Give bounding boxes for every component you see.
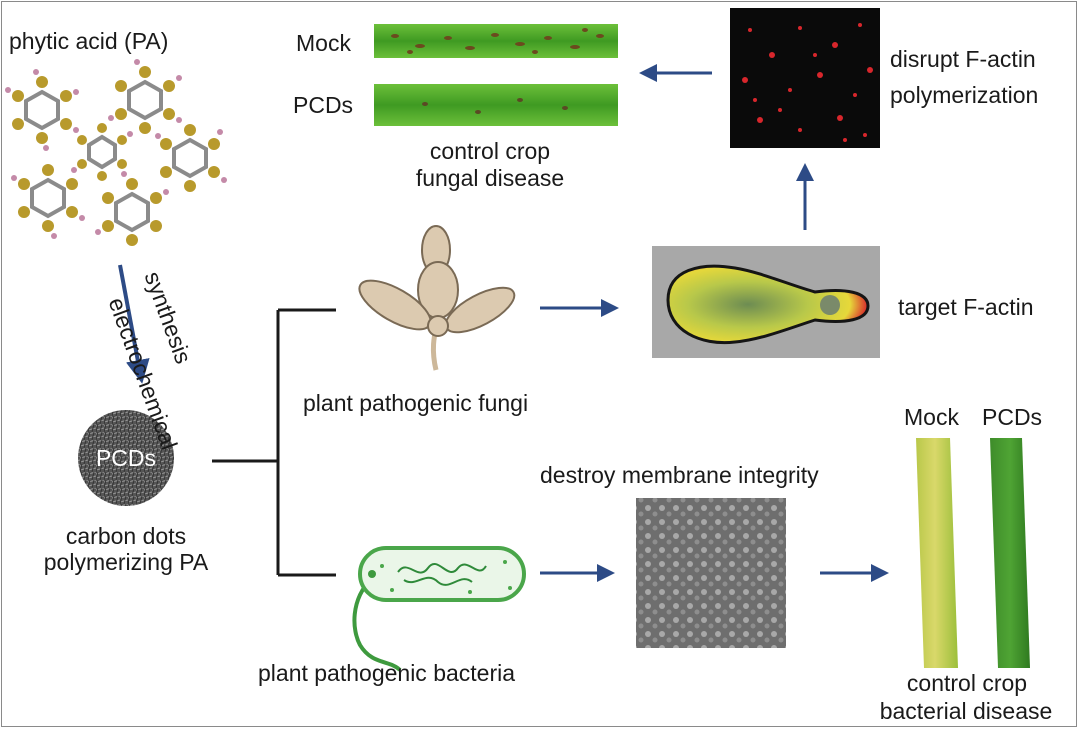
mock-fungal-leaf xyxy=(374,24,618,58)
bacteria-label: plant pathogenic bacteria xyxy=(258,660,516,686)
pa-label: phytic acid (PA) xyxy=(9,28,169,54)
pcds-core-label: PCDs xyxy=(95,445,157,471)
fungal-pcds-label: PCDs xyxy=(293,92,354,118)
fungal-mock-label: Mock xyxy=(296,30,351,56)
branch-connector xyxy=(212,308,336,577)
membrane-sem-image xyxy=(636,498,786,648)
factin-fluorescence-image xyxy=(730,8,880,148)
bacterial-outcome-line2: bacterial disease xyxy=(879,698,1053,724)
pcds-tem-image xyxy=(78,410,174,506)
bacterial-mock-label: Mock xyxy=(904,404,959,430)
carbon-dots-label-line2: polymerizing PA xyxy=(43,549,209,575)
fungi-label: plant pathogenic fungi xyxy=(303,390,529,416)
pcds-fungal-leaf xyxy=(374,84,618,126)
fungi-illustration xyxy=(358,225,516,371)
bacterial-outcome-line1: control crop xyxy=(906,670,1028,696)
disrupt-factin-line2: polymerization xyxy=(890,82,1039,108)
pa-molecules-graphic xyxy=(5,59,227,246)
target-factin-image xyxy=(652,246,880,358)
membrane-label: destroy membrane integrity xyxy=(540,462,819,488)
target-factin-label: target F-actin xyxy=(898,294,1034,320)
disrupt-factin-line1: disrupt F-actin xyxy=(890,46,1036,72)
fungal-outcome-line2: fungal disease xyxy=(415,165,565,191)
mock-bacterial-leaf xyxy=(916,438,958,668)
carbon-dots-label-line1: carbon dots xyxy=(65,523,187,549)
bacteria-illustration xyxy=(352,546,526,672)
synthesis-arrow xyxy=(118,264,150,384)
pcds-bacterial-leaf xyxy=(990,438,1030,668)
bacterial-pcds-label: PCDs xyxy=(982,404,1043,430)
fungal-outcome-line1: control crop xyxy=(429,138,551,164)
